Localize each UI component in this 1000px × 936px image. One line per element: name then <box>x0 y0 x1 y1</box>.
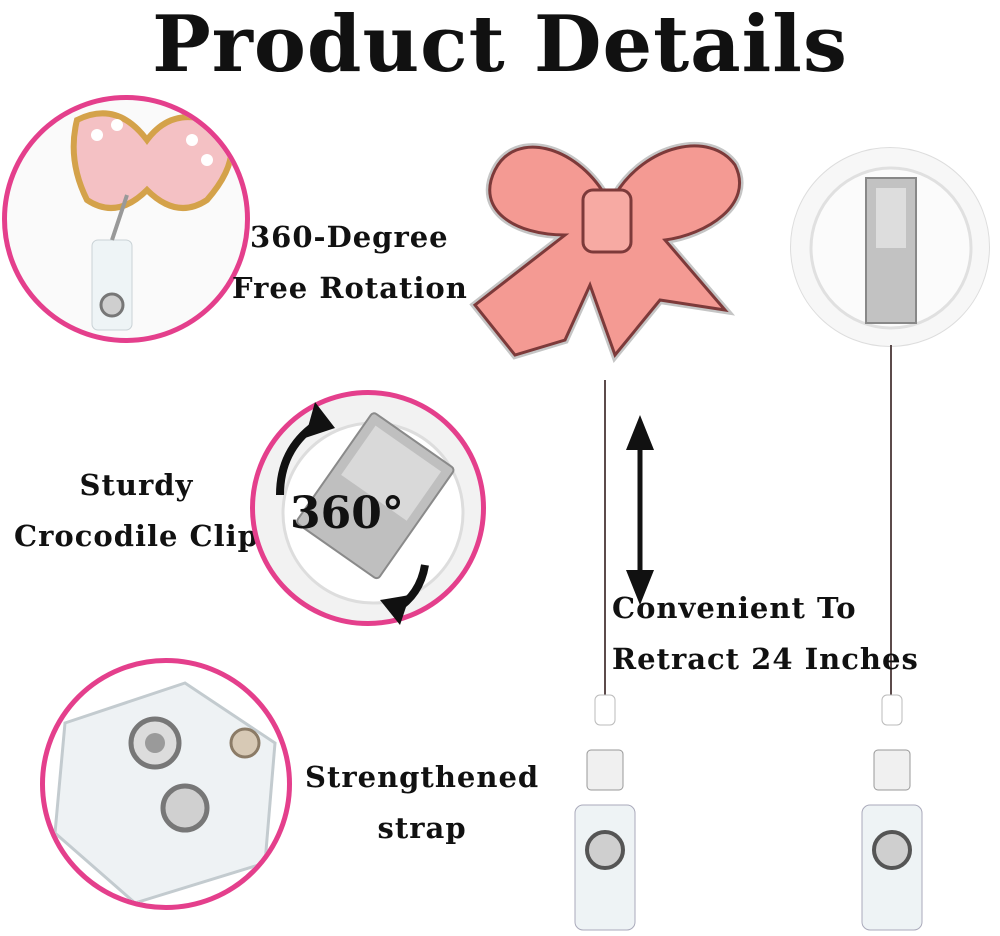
page-title: Product Details <box>152 0 848 90</box>
strap-label-line2: strap <box>377 810 467 845</box>
rotation-label: 360-Degree Free Rotation <box>232 212 468 314</box>
double-arrow-icon <box>626 415 654 605</box>
bow-icon <box>469 141 744 364</box>
retract-label-line2: Retract 24 Inches <box>612 641 919 676</box>
strap-detail-circle <box>40 658 292 910</box>
cord-left <box>604 380 606 700</box>
retract-label: Convenient To Retract 24 Inches <box>612 583 919 685</box>
badge-clip-left <box>574 694 636 931</box>
strap-label: Strengthened strap <box>305 752 539 854</box>
strap-closeup <box>53 681 277 905</box>
rotation-detail-circle <box>2 95 250 343</box>
retract-label-line1: Convenient To <box>612 591 857 625</box>
cord-right <box>890 345 892 700</box>
clip-rotation-badge: 360° <box>290 488 404 539</box>
badge-reel-icon <box>809 166 973 330</box>
clip-closeup <box>281 412 465 605</box>
jeweled-bow-closeup <box>70 110 235 331</box>
clip-label-line2: Crocodile Clip <box>14 518 259 553</box>
rotation-label-line1: 360-Degree <box>250 220 449 254</box>
clip-label-line1: Sturdy <box>79 468 194 502</box>
rotation-arrows-icon <box>276 402 429 625</box>
badge-clip-right <box>861 694 923 931</box>
clip-detail-circle <box>250 390 486 626</box>
strap-label-line1: Strengthened <box>305 760 540 794</box>
clip-label: Sturdy Crocodile Clip <box>14 460 259 562</box>
reel-back-view <box>790 147 990 347</box>
rotation-label-line2: Free Rotation <box>232 270 468 305</box>
